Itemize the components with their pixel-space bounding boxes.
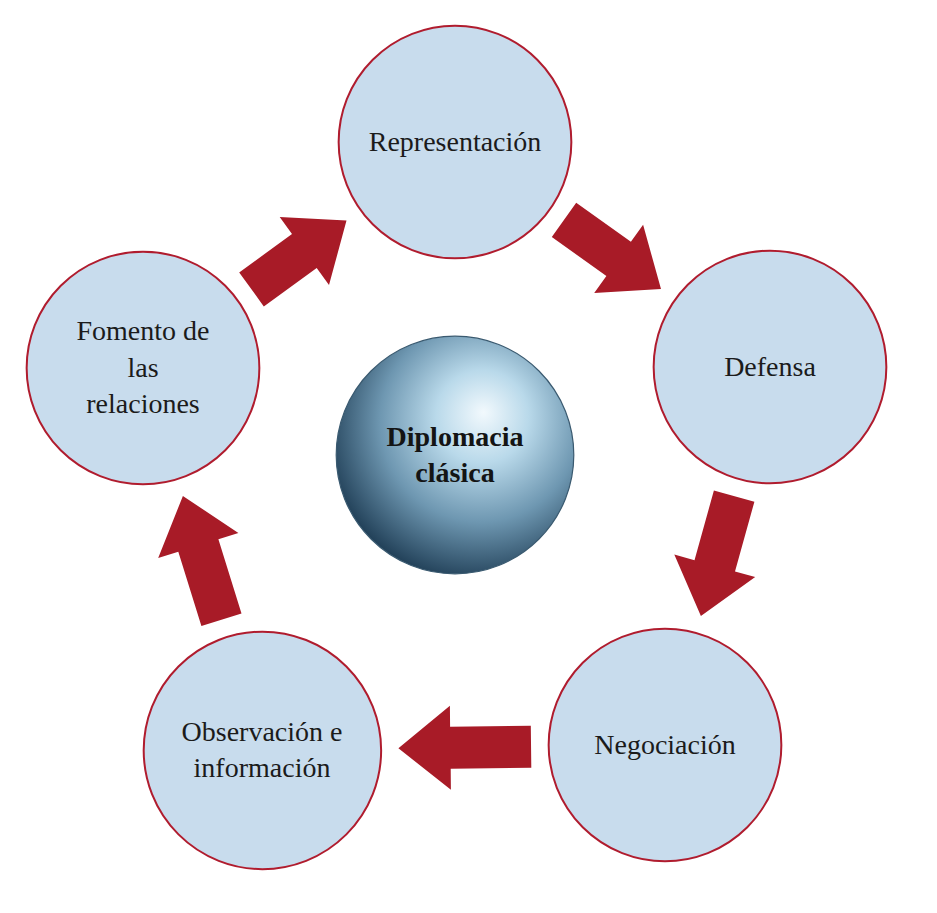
block-arrow [674, 491, 755, 616]
node-label: Fomento de las relaciones [68, 313, 218, 422]
center-title: Diplomacia clásica [360, 419, 550, 492]
node-label: Representación [369, 124, 542, 160]
node-label: Defensa [724, 349, 816, 385]
node-label: Observación e información [162, 714, 362, 787]
block-arrow [239, 217, 346, 306]
function-circle: Fomento de las relaciones [25, 250, 261, 486]
function-circle: Defensa [652, 249, 888, 485]
center-sphere: Diplomacia clásica [335, 335, 575, 575]
function-circle: Negociación [547, 627, 783, 863]
circle-shape [142, 630, 383, 871]
block-arrow [552, 203, 661, 293]
function-circle: Observación e información [142, 630, 383, 871]
block-arrow [158, 496, 241, 626]
sphere-shape [335, 335, 575, 575]
function-circle: Representación [337, 24, 573, 260]
node-label: Negociación [594, 727, 736, 763]
block-arrow [398, 706, 531, 790]
